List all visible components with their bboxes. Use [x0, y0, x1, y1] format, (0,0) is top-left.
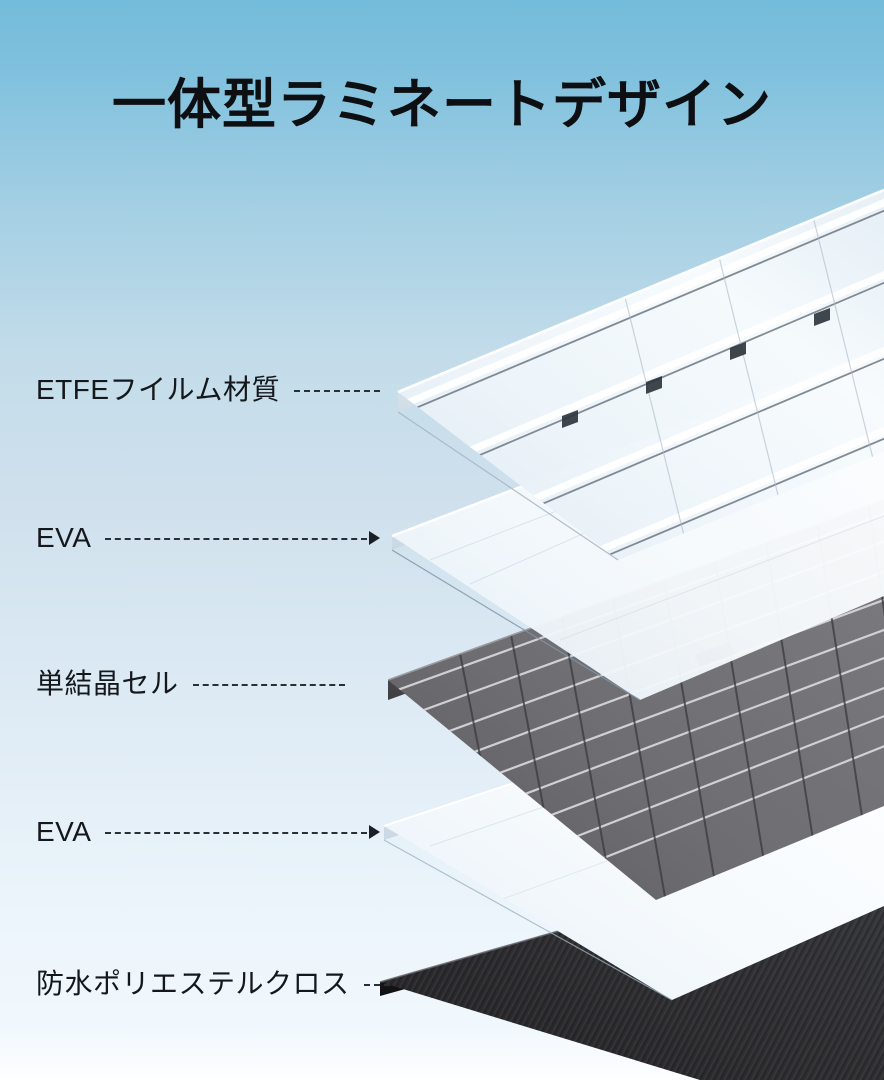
leader-line-cell — [192, 684, 345, 686]
leader-line-cloth — [363, 984, 390, 986]
callout-label-eva-top: EVA — [36, 522, 92, 553]
callout-etfe-film: ETFEフイルム材質 — [36, 370, 380, 410]
callout-label-eva-bottom: EVA — [36, 816, 92, 847]
callout-monocrystalline-cell: 単結晶セル — [36, 664, 345, 704]
leader-arrow-eva-bottom — [369, 825, 381, 839]
callout-polyester-cloth: 防水ポリエステルクロス — [36, 964, 390, 1004]
callout-label-etfe: ETFEフイルム材質 — [36, 374, 280, 405]
leader-line-eva-top — [105, 538, 368, 540]
page-title: 一体型ラミネートデザイン — [112, 75, 772, 135]
callout-label-cell: 単結晶セル — [36, 668, 179, 699]
leader-line-etfe — [294, 390, 380, 392]
callout-label-cloth: 防水ポリエステルクロス — [36, 968, 350, 999]
leader-line-eva-bottom — [105, 832, 368, 834]
callout-eva-bottom: EVA — [36, 812, 381, 852]
leader-arrow-eva-top — [369, 531, 381, 545]
callout-eva-top: EVA — [36, 518, 381, 558]
